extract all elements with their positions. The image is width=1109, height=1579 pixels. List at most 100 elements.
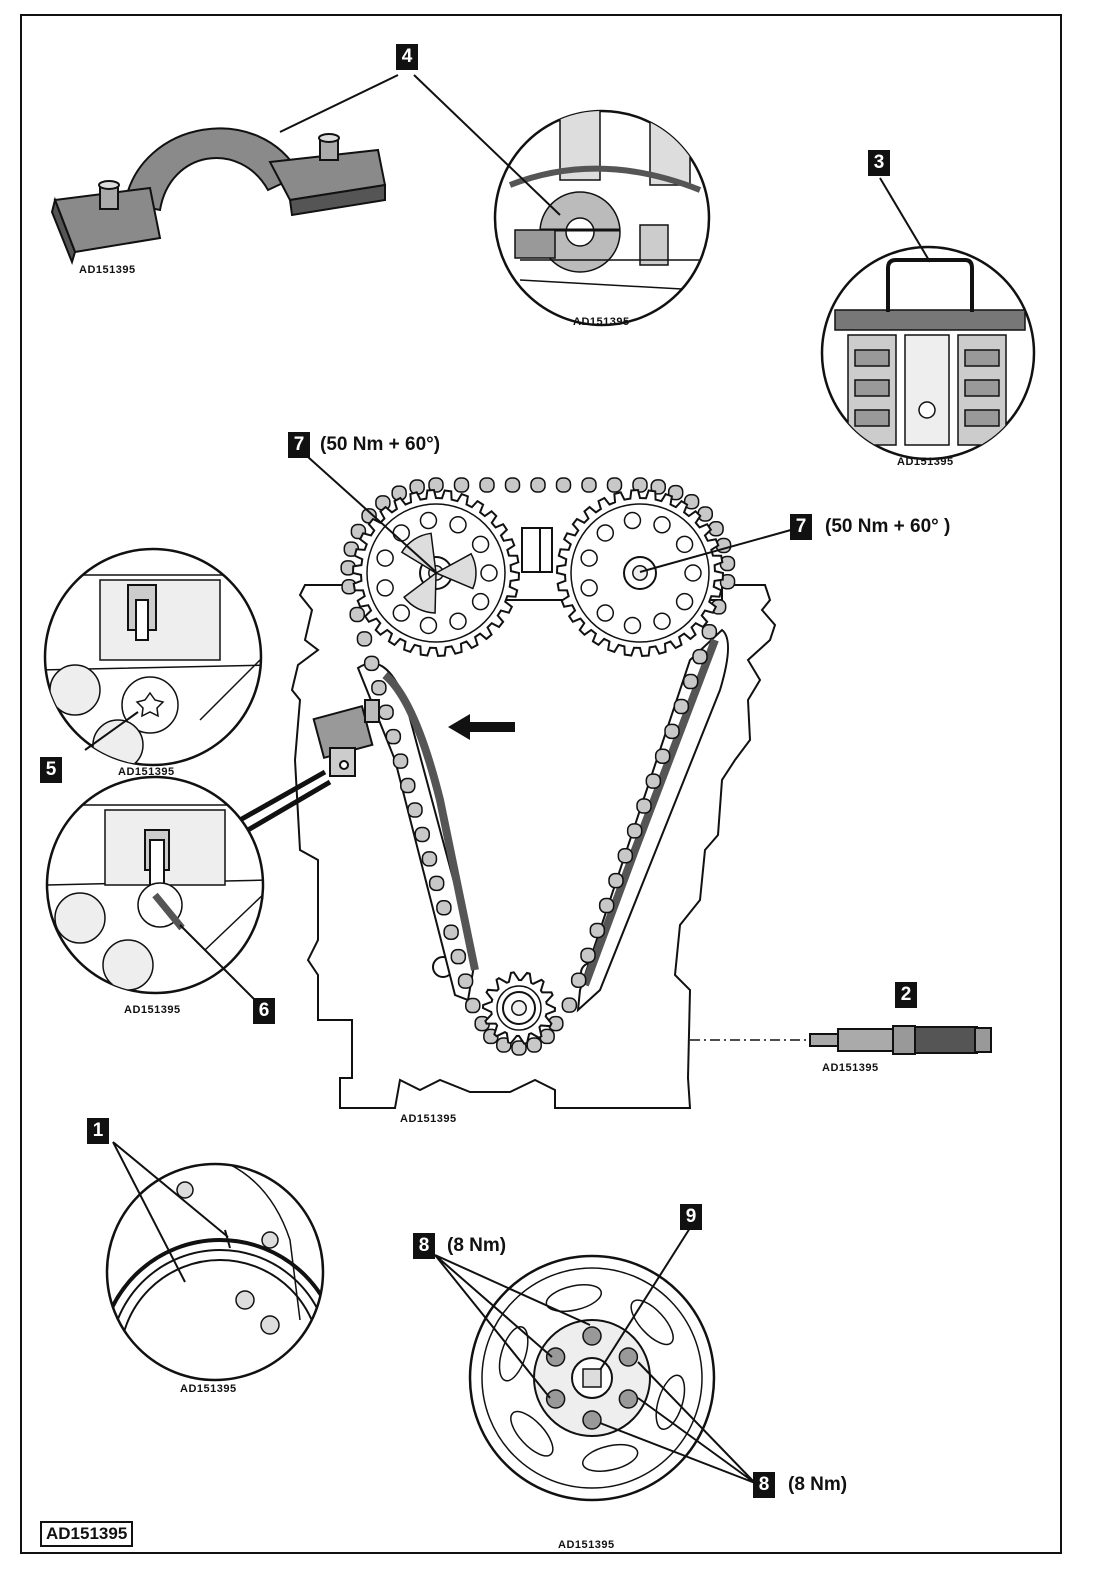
phaser-vane (403, 571, 437, 614)
chain-link (356, 631, 373, 647)
image-ref-label: AD151395 (573, 316, 630, 328)
image-ref-label: AD151395 (79, 264, 136, 276)
chain-link (561, 997, 578, 1013)
callout-1: 1 (87, 1118, 109, 1144)
chain-link (636, 798, 652, 814)
crankshaft-sprocket (481, 971, 557, 1045)
sprocket-hole (623, 511, 642, 530)
torque-spec-7-left: (50 Nm + 60°) (320, 434, 441, 455)
chain-link (479, 477, 495, 493)
image-ref-label: AD151395 (897, 456, 954, 468)
sprocket-hole (675, 535, 694, 554)
image-ref-label: AD151395 (822, 1062, 879, 1074)
pulley-bolt (618, 1347, 639, 1367)
pulley-center-head (582, 1368, 602, 1388)
sprocket-hole (596, 524, 615, 542)
callout-6: 6 (253, 998, 275, 1024)
sprocket-hole (419, 511, 438, 530)
chain-link (504, 477, 521, 493)
torque-spec-8-bottom: (8 Nm) (788, 1474, 848, 1495)
chain-link (581, 477, 597, 493)
chain-link (392, 753, 409, 769)
chain-link (363, 655, 380, 672)
sprocket-hole (471, 535, 490, 554)
sprocket-hole (376, 579, 394, 597)
pulley-window (510, 1410, 554, 1457)
chain-link (719, 574, 736, 590)
chain-link (450, 948, 467, 965)
crankshaft-pulley (468, 1254, 716, 1502)
chain-link (606, 477, 623, 493)
image-ref-label: AD151395 (400, 1113, 457, 1125)
sprocket-hole (392, 604, 411, 622)
sprocket-hole (623, 616, 642, 635)
callout-4: 4 (396, 44, 418, 70)
chain-link (626, 823, 643, 839)
phaser-vane (434, 552, 477, 590)
figure-reference: AD151395 (40, 1521, 134, 1547)
chain-tensioner (238, 699, 380, 833)
sprocket-hole (580, 579, 598, 597)
image-ref-label: AD151395 (118, 766, 175, 778)
tensioner-pin-detail (45, 775, 265, 1001)
chain-link (385, 728, 402, 745)
crankshaft-timing-marks-detail (105, 1141, 325, 1382)
pulley-groove (481, 1267, 703, 1489)
camshaft-setting-plate-detail (820, 245, 1036, 461)
sprocket-bolt (632, 565, 648, 581)
crankshaft-locking-pin (809, 1025, 992, 1055)
chain-link (654, 748, 671, 764)
sprocket-hole (684, 564, 702, 582)
chain-link (692, 648, 708, 665)
pulley-leader-lines (434, 1227, 756, 1484)
direction-arrow (448, 714, 515, 740)
pulley-bolt (545, 1389, 566, 1409)
sprocket-hole (653, 612, 671, 630)
chain-link (371, 680, 387, 696)
pulley-bolt (618, 1389, 639, 1409)
callout-3: 3 (868, 150, 890, 176)
chain-link (645, 773, 662, 789)
chain-link (453, 477, 470, 493)
chain-link (407, 802, 423, 818)
chain-link (400, 777, 416, 794)
chain-link (570, 972, 587, 988)
exhaust-camshaft-sprocket (555, 488, 725, 658)
sprocket-hole (449, 612, 467, 630)
sprocket-hole (653, 516, 671, 534)
intake-camshaft-sprocket (351, 488, 521, 658)
callout-7-right: 7 (790, 514, 812, 540)
chain-link (465, 997, 481, 1014)
image-ref-label: AD151395 (180, 1383, 237, 1395)
chain-link (526, 1037, 542, 1053)
chain-link (589, 922, 606, 939)
callout-2: 2 (895, 982, 917, 1008)
callout-9: 9 (680, 1204, 702, 1230)
sprocket-hole (449, 516, 467, 534)
chain-link (617, 848, 634, 864)
chain-link (511, 1040, 527, 1056)
chain-link (608, 872, 624, 889)
chain-link (701, 624, 718, 640)
chain-link (682, 673, 699, 690)
sprocket-hole (480, 564, 498, 582)
pulley-bolt (545, 1347, 566, 1367)
sprocket-hole (675, 592, 694, 611)
camshaft-sprocket-detail (493, 109, 711, 327)
chain-link (697, 506, 714, 522)
callout-7-left: 7 (288, 432, 310, 458)
torque-spec-8-top: (8 Nm) (447, 1235, 507, 1256)
chain-link (436, 900, 452, 916)
sprocket-hole (376, 549, 394, 567)
sprocket-hole (471, 592, 490, 611)
chain-link (598, 897, 615, 914)
timing-chain (340, 477, 736, 1056)
chain-link (457, 973, 474, 989)
chain-link (443, 924, 459, 940)
sprocket-hole (392, 524, 411, 542)
pulley-window (630, 1299, 674, 1346)
chain-link (555, 477, 572, 493)
pulley-bolt (582, 1326, 602, 1346)
chain-link (632, 477, 648, 493)
callout-leader-lines (279, 74, 931, 573)
